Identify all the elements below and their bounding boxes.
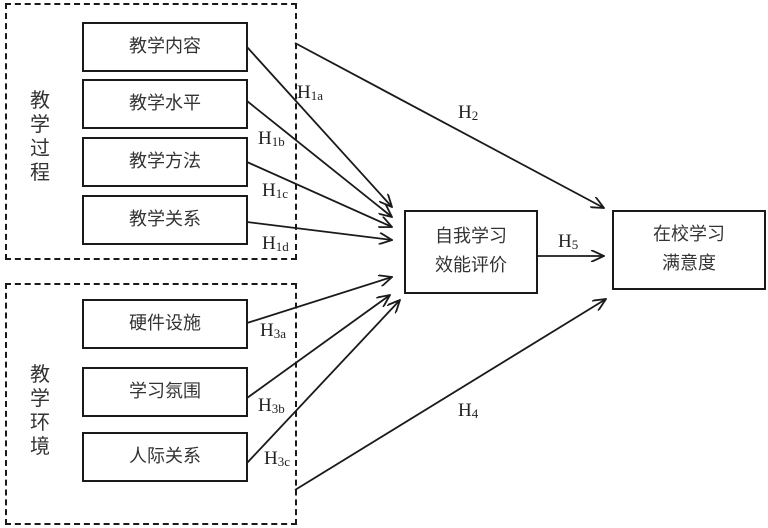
label-h5: H5 (558, 231, 578, 253)
label-base: H (258, 128, 272, 149)
label-sub: 1d (275, 239, 289, 254)
label-sub: 2 (471, 108, 479, 123)
label-base: H (458, 400, 472, 421)
label-h3b: H3b (258, 395, 285, 417)
arrow-h4 (294, 299, 606, 491)
arrow-h3a (246, 277, 392, 324)
group-label-teaching-process: 教学过程 (30, 88, 50, 184)
arrow-h1a (246, 46, 392, 207)
label-h1c: H1c (262, 180, 288, 202)
node-label: 教学内容 (129, 35, 201, 57)
arrow-h1c (246, 161, 392, 227)
label-h2: H2 (458, 102, 478, 124)
label-h1a: H1a (297, 82, 323, 104)
label-base: H (262, 180, 276, 201)
label-sub: 4 (471, 406, 479, 421)
node-teaching-content: 教学内容 (82, 22, 248, 72)
node-self-efficacy: 自我学习 效能评价 (404, 210, 538, 294)
label-base: H (297, 82, 311, 103)
label-sub: 1c (275, 186, 289, 201)
node-label: 教学关系 (129, 208, 201, 230)
label-h3a: H3a (260, 320, 286, 342)
arrow-h2 (294, 42, 604, 208)
label-h3c: H3c (264, 448, 290, 470)
node-label: 教学水平 (129, 92, 201, 114)
node-label-line2: 满意度 (662, 253, 716, 274)
node-hardware-facilities: 硬件设施 (82, 299, 248, 349)
group-teaching-process (5, 3, 297, 260)
label-h1b: H1b (258, 128, 285, 150)
label-h4: H4 (458, 400, 478, 422)
arrow-h3c (246, 300, 400, 464)
label-base: H (558, 231, 572, 252)
label-base: H (264, 448, 278, 469)
node-teaching-relationship: 教学关系 (82, 195, 248, 245)
label-base: H (458, 102, 472, 123)
node-learning-atmosphere: 学习氛围 (82, 367, 248, 417)
node-label-line2: 效能评价 (435, 255, 507, 276)
node-teaching-method: 教学方法 (82, 137, 248, 187)
arrow-h1b (246, 100, 392, 217)
label-sub: 3c (277, 454, 291, 469)
node-teaching-level: 教学水平 (82, 79, 248, 129)
node-label: 人际关系 (129, 445, 201, 467)
group-label-teaching-environment: 教学环境 (30, 362, 50, 458)
node-label-line1: 自我学习 (435, 226, 507, 248)
node-label: 学习氛围 (129, 380, 201, 402)
node-label: 硬件设施 (129, 312, 201, 334)
label-base: H (258, 395, 272, 416)
label-h1d: H1d (262, 233, 289, 255)
label-base: H (260, 320, 274, 341)
label-sub: 3b (271, 401, 285, 416)
group-teaching-environment (5, 283, 297, 525)
node-interpersonal-relationship: 人际关系 (82, 432, 248, 482)
label-sub: 1b (271, 134, 285, 149)
label-sub: 5 (571, 237, 579, 252)
arrow-h3b (246, 295, 390, 399)
node-label-line1: 在校学习 (653, 224, 725, 246)
label-sub: 1a (310, 88, 324, 103)
label-base: H (262, 233, 276, 254)
node-label: 教学方法 (129, 150, 201, 172)
arrow-h1d (246, 221, 392, 240)
node-school-satisfaction: 在校学习 满意度 (612, 210, 766, 290)
label-sub: 3a (273, 326, 287, 341)
